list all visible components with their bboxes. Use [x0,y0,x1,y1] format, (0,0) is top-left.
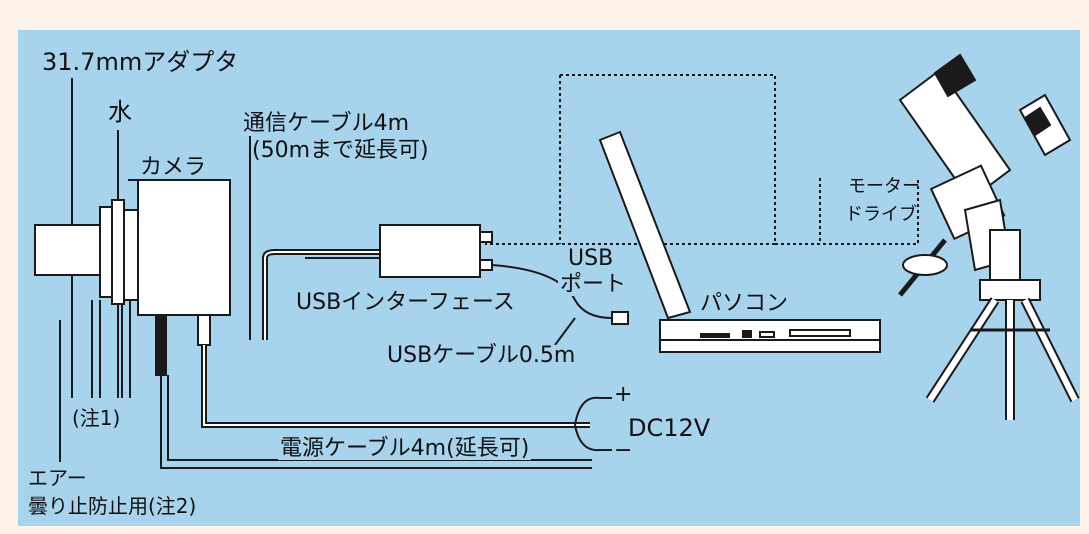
air-hose [160,375,592,469]
dc-minus-label: − [614,438,633,463]
dc-plus-label: + [614,382,633,407]
camera-air-tube [155,314,167,376]
pc-label: パソコン [700,291,789,316]
comm-cable-label-1: 通信ケーブル4m [243,111,410,136]
water-label: 水 [108,98,132,126]
laptop-slot [700,333,730,338]
laptop-led [759,331,775,338]
dc-branch [574,396,601,452]
note1-label: (注1) [70,406,123,430]
adapter-ring [111,199,125,305]
usb-cable-leader [554,317,576,346]
dc12v-label: DC12V [628,414,711,442]
usb-port-label-1: USB [566,246,616,271]
telescope [898,53,1080,420]
motor-drive-label-2: ドライブ [845,204,917,225]
camera-body [137,179,231,316]
power-cable-inner [203,345,590,426]
comm-cable-inner [264,251,380,340]
laptop-drive [789,329,851,337]
usb-interface-label: USBインターフェース [294,290,517,315]
usb-interface-plug-bottom [479,259,493,271]
comm-cable-label-2: (50mまで延長可) [252,138,429,163]
camera-label: カメラ [140,155,207,180]
laptop-port [742,330,752,338]
usb-cable-plug [611,311,629,325]
camera-power-plug [197,314,211,346]
adapter-tube [34,224,101,276]
laptop-screen [598,130,692,320]
motor-drive-label-1: モーター [848,176,920,197]
usb-cable [491,264,613,319]
adapter-label: 31.7mmアダプタ [42,48,239,76]
usb-interface-plug-top [479,231,493,243]
air-hose-inner [167,375,592,461]
adapter-flange [99,206,113,298]
usb-interface-box [379,224,481,278]
usb-cable-label: USBケーブル0.5m [385,343,578,368]
usb-port-label-2: ポート [558,272,629,297]
air-label-2: 曇り止防止用(注2) [28,494,197,518]
water-jacket [123,209,139,301]
control-region-dotted [485,74,919,245]
power-cable-label: 電源ケーブル4m(延長可) [278,436,532,461]
air-label-1: エアー [28,466,87,490]
